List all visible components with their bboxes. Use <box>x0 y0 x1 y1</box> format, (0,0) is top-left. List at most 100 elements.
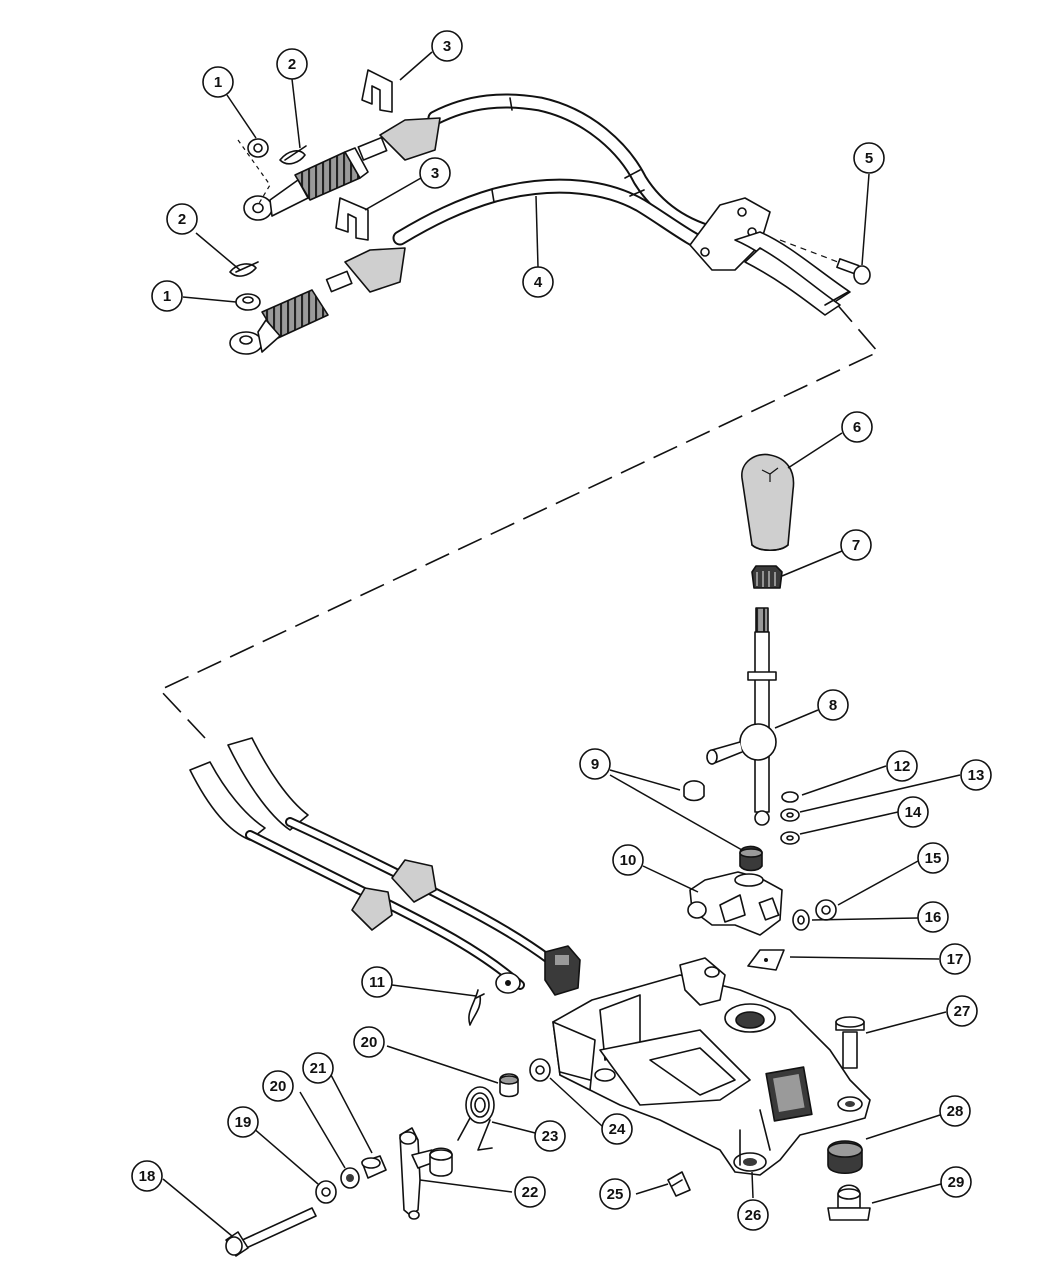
callout-27: 27 <box>946 995 978 1027</box>
callout-15: 15 <box>917 842 949 874</box>
clip-lower <box>335 197 369 241</box>
callout-28: 28 <box>939 1095 971 1127</box>
callout-number: 7 <box>852 537 860 554</box>
callout-number: 23 <box>542 1128 559 1145</box>
callout-1: 1 <box>202 66 234 98</box>
callout-circle <box>917 842 949 874</box>
callout-circle <box>166 203 198 235</box>
callout-circle <box>841 411 873 443</box>
callout-circle <box>534 1120 566 1152</box>
callout-circle <box>917 901 949 933</box>
callout-22: 22 <box>514 1176 546 1208</box>
callout-13: 13 <box>960 759 992 791</box>
callout-circle <box>419 157 451 189</box>
shift-lever-22 <box>399 1127 453 1220</box>
shifter-housing <box>552 957 871 1176</box>
callout-number: 14 <box>905 804 922 821</box>
callout-18: 18 <box>131 1160 163 1192</box>
callout-11: 11 <box>361 966 393 998</box>
return-spring <box>457 1086 495 1151</box>
callout-23: 23 <box>534 1120 566 1152</box>
callout-17: 17 <box>939 943 971 975</box>
cable-retaining-clip <box>468 989 485 1026</box>
bolt-cable-bracket <box>779 239 871 285</box>
callout-circle <box>151 280 183 312</box>
washer-14 <box>780 831 800 845</box>
callout-circle <box>579 748 611 780</box>
callout-circle <box>817 689 849 721</box>
callout-number: 1 <box>163 288 171 305</box>
sleeve-29 <box>827 1184 871 1221</box>
callout-number: 21 <box>310 1060 327 1077</box>
retainer-clip-upper <box>279 145 307 165</box>
callout-number: 3 <box>443 38 451 55</box>
callout-number: 1 <box>214 74 222 91</box>
washer-19 <box>315 1180 337 1204</box>
callout-circle <box>431 30 463 62</box>
bushing-lower <box>235 293 261 311</box>
grommet-28 <box>827 1140 863 1175</box>
pivot-bolt <box>225 1207 317 1257</box>
callout-number: 26 <box>745 1207 762 1224</box>
callout-number: 16 <box>925 909 942 926</box>
washer-13 <box>780 808 800 822</box>
callout-circle <box>514 1176 546 1208</box>
callout-circle <box>131 1160 163 1192</box>
callout-number: 4 <box>534 274 543 291</box>
bushing-20-lower <box>340 1167 360 1189</box>
callout-number: 10 <box>620 852 637 869</box>
callout-number: 2 <box>178 211 186 228</box>
callout-number: 20 <box>361 1034 378 1051</box>
callout-number: 2 <box>288 56 296 73</box>
callout-circle <box>361 966 393 998</box>
callout-number: 20 <box>270 1078 287 1095</box>
callout-circle <box>202 66 234 98</box>
callout-5: 5 <box>853 142 885 174</box>
callout-number: 22 <box>522 1184 539 1201</box>
callout-circle <box>353 1026 385 1058</box>
callout-number: 5 <box>865 150 873 167</box>
shift-lever-bracket <box>687 871 783 936</box>
callout-3: 3 <box>419 157 451 189</box>
callout-circle <box>601 1113 633 1145</box>
callout-number: 3 <box>431 165 439 182</box>
callout-number: 17 <box>947 951 964 968</box>
bushing-20-upper <box>499 1073 519 1098</box>
callout-number: 6 <box>853 419 861 436</box>
callout-number: 15 <box>925 850 942 867</box>
callout-9: 9 <box>579 748 611 780</box>
lower-cable-assembly <box>189 737 581 996</box>
lever-bushing-lower <box>739 845 763 872</box>
nut-15 <box>815 899 837 921</box>
callout-16: 16 <box>917 901 949 933</box>
callout-number: 24 <box>609 1121 626 1138</box>
leader-lines <box>162 51 961 1237</box>
callout-number: 13 <box>968 767 985 784</box>
callout-24: 24 <box>601 1113 633 1145</box>
callout-circle <box>612 844 644 876</box>
callout-3: 3 <box>431 30 463 62</box>
callout-number: 28 <box>947 1103 964 1120</box>
callout-19: 19 <box>227 1106 259 1138</box>
callout-circle <box>522 266 554 298</box>
callout-2: 2 <box>166 203 198 235</box>
callout-14: 14 <box>897 796 929 828</box>
callout-circle <box>946 995 978 1027</box>
washer-16 <box>792 909 810 931</box>
upper-cable-assembly <box>229 93 851 355</box>
callout-circle <box>302 1052 334 1084</box>
callout-circle <box>939 1095 971 1127</box>
callout-26: 26 <box>737 1199 769 1231</box>
callout-circle <box>960 759 992 791</box>
knob-adapter <box>751 565 783 589</box>
shift-lever <box>706 607 777 826</box>
callout-number: 11 <box>369 974 385 991</box>
callout-circle <box>227 1106 259 1138</box>
callout-circle <box>897 796 929 828</box>
retainer-clip-lower <box>229 261 259 277</box>
callout-circle <box>599 1178 631 1210</box>
callout-number: 25 <box>607 1186 624 1203</box>
callout-number: 12 <box>894 758 911 775</box>
clip-25 <box>667 1171 691 1197</box>
